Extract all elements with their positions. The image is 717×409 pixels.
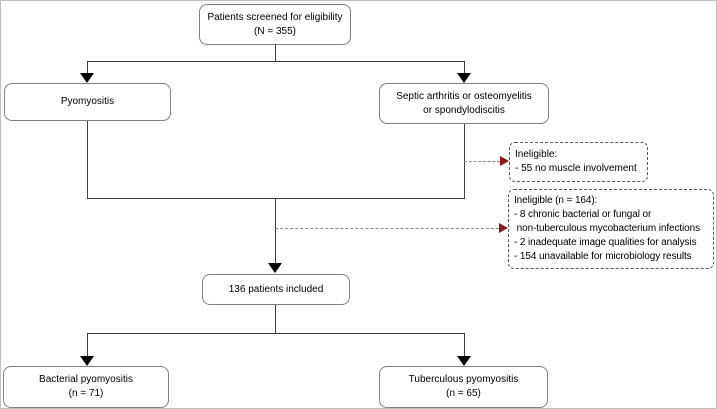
node-bacterial-line1: Bacterial pyomyositis [39,374,133,385]
arrowhead-ineligible-164-icon [499,223,508,233]
node-pyomyositis-line1: Pyomyositis [60,96,115,107]
node-septic: Septic arthritis or osteomyelitis or spo… [379,83,549,124]
connector-dashed-ineligible-muscle [464,161,500,162]
node-ineligible-164-line2: - 8 chronic bacterial or fungal or [514,209,652,220]
connector-merge [87,198,465,199]
connector-dashed-ineligible-164 [275,228,499,229]
connector-to-pyomyositis [87,61,88,74]
node-bacterial-line2: (n = 71) [68,388,104,399]
node-tuberculous-line2: (n = 65) [446,388,481,399]
node-screened-line1: Patients screened for eligibility [207,11,343,23]
node-septic-line1: Septic arthritis or osteomyelitis [396,90,532,102]
node-screened: Patients screened for eligibility (N = 3… [199,4,351,45]
node-pyomyositis: Pyomyositis [4,83,171,121]
connector-to-septic [464,61,465,74]
arrowhead-septic-icon [457,73,471,83]
node-ineligible-muscle: Ineligible: - 55 no muscle involvement [509,142,648,182]
connector-to-bacterial [87,333,88,357]
node-septic-line2: or spondylodiscitis [423,104,505,116]
node-screened-line2: (N = 355) [254,25,296,37]
node-ineligible-muscle-line1: Ineligible: [515,149,558,160]
node-tuberculous: Tuberculous pyomyositis (n = 65) [379,366,548,408]
connector-pyomyositis-down [87,121,88,198]
node-ineligible-164-line4: - 2 inadequate image qualities for analy… [514,237,697,248]
node-included-line1: 136 patients included [228,283,324,295]
node-tuberculous-line1: Tuberculous pyomyositis [408,374,519,385]
node-ineligible-164-line3: non-tuberculous mycobacterium infections [514,223,700,234]
node-included: 136 patients included [202,274,350,305]
arrowhead-tuberculous-icon [457,356,471,366]
connector-included-stem [275,305,276,333]
node-ineligible-164-line5: - 154 unavailable for microbiology resul… [514,251,692,262]
connector-top-split [87,61,465,62]
arrowhead-bacterial-icon [80,356,94,366]
connector-to-tuberculous [464,333,465,357]
arrowhead-pyomyositis-icon [80,73,94,83]
node-ineligible-164: Ineligible (n = 164): - 8 chronic bacter… [508,189,714,269]
connector-bottom-split [87,333,465,334]
node-bacterial: Bacterial pyomyositis (n = 71) [3,366,169,408]
node-ineligible-164-line1: Ineligible (n = 164): [514,195,598,206]
arrowhead-ineligible-muscle-icon [500,156,509,166]
arrowhead-included-icon [268,263,282,273]
connector-to-included [275,198,276,264]
node-ineligible-muscle-line2: - 55 no muscle involvement [515,163,637,174]
connector-screened-stem [275,44,276,61]
